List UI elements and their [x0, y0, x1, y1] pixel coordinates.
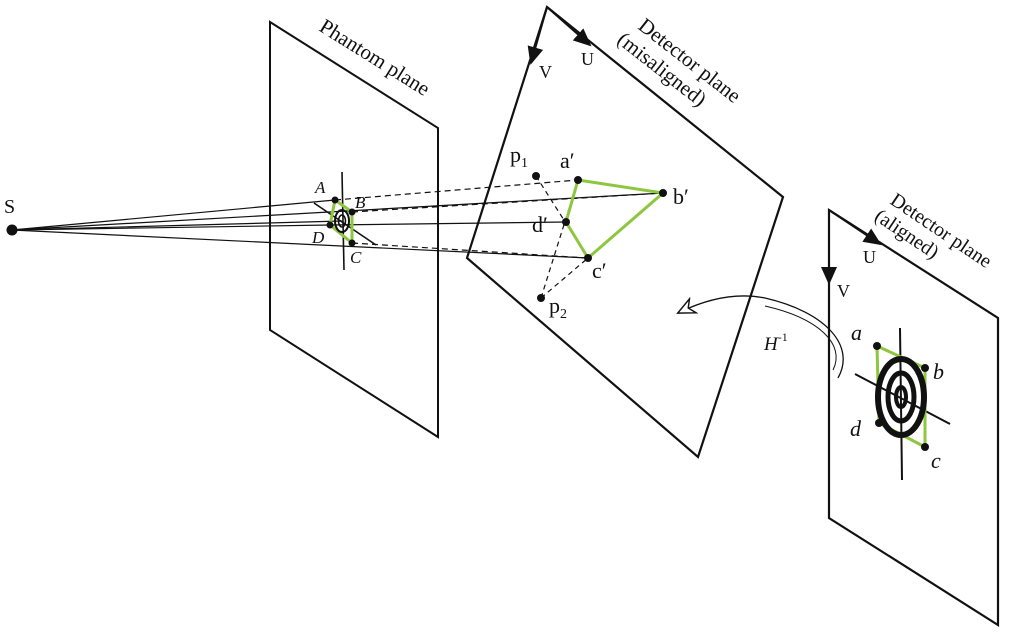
ray-s-to-d	[11, 224, 331, 231]
point-c-prime	[584, 254, 592, 262]
phantom-marker: A B C D	[311, 171, 377, 271]
point-d-prime	[562, 218, 570, 226]
misaligned-plane-outline	[465, 5, 785, 459]
point-C	[348, 239, 356, 247]
transform-arrow: H-1	[680, 295, 844, 379]
point-a-prime	[574, 176, 582, 184]
phantom-plane-outline	[269, 20, 439, 439]
point-d	[875, 419, 883, 427]
label-A: A	[314, 178, 326, 197]
detector-plane-aligned: Detector plane (aligned) V U a b c d	[821, 189, 1000, 627]
label-c: c	[931, 448, 941, 473]
ray-s-to-c-prime	[11, 229, 589, 259]
concentric-target-icon	[875, 356, 927, 438]
label-d: d	[850, 416, 862, 441]
phantom-target-ring-inner	[337, 214, 347, 228]
transform-label: H-1	[763, 330, 788, 355]
dashed-p2-to-c-prime	[540, 257, 589, 299]
aligned-vertical-axis	[899, 327, 903, 481]
misaligned-u-axis-arrow	[546, 6, 592, 47]
aligned-axis-u: U	[863, 247, 876, 267]
curved-arrow-icon	[680, 295, 844, 379]
misaligned-axis-u: U	[581, 49, 594, 69]
label-b-prime: b′	[673, 184, 689, 209]
misaligned-axis-v: V	[539, 62, 552, 82]
point-c	[921, 443, 929, 451]
label-C: C	[350, 248, 362, 267]
label-b: b	[933, 359, 944, 384]
point-B	[348, 208, 356, 216]
label-B: B	[355, 193, 366, 212]
ray-s-to-center	[11, 220, 343, 231]
label-a-prime: a′	[560, 148, 575, 173]
point-p2	[537, 294, 545, 302]
detector-plane-misaligned: Detector plane (misaligned) V U a′ b′ c′…	[465, 5, 785, 459]
aligned-diagonal-axis	[854, 373, 951, 425]
point-b-prime	[659, 189, 667, 197]
label-p1: p1	[510, 142, 528, 171]
misaligned-quad	[564, 178, 667, 261]
aligned-axis-v: V	[837, 281, 850, 301]
phantom-vertical-axis	[341, 171, 345, 271]
ray-s-to-a	[11, 199, 336, 231]
point-source-icon	[6, 224, 18, 236]
aligned-plane-outline	[827, 207, 1000, 627]
point-b	[921, 364, 929, 372]
point-p1	[532, 172, 540, 180]
label-c-prime: c′	[592, 258, 607, 283]
dashed-p1-to-c-prime	[535, 175, 589, 259]
point-a	[873, 342, 881, 350]
ray-dashed-b	[351, 192, 664, 213]
point-A	[331, 196, 339, 204]
label-p2: p2	[549, 293, 567, 322]
label-a: a	[851, 320, 862, 345]
aligned-u-axis-arrow	[828, 209, 882, 246]
curved-arrow-inner	[764, 305, 837, 371]
source-label: S	[4, 196, 15, 218]
misaligned-v-axis-arrow	[527, 6, 548, 65]
point-D	[326, 221, 334, 229]
label-D: D	[311, 228, 325, 247]
ray-d-to-d-prime	[329, 221, 567, 226]
label-d-prime: d′	[532, 212, 548, 237]
phantom-target-ring-outer	[334, 209, 350, 233]
ray-dashed-a	[334, 179, 579, 201]
